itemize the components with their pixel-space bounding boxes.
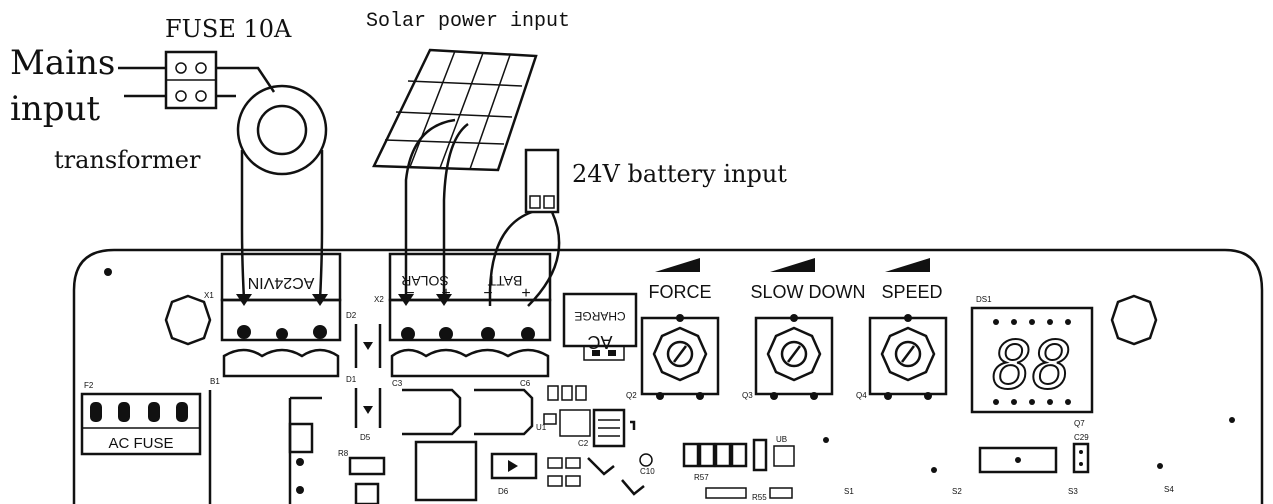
slow-down-wedge-icon xyxy=(770,258,815,272)
board-dot xyxy=(823,437,829,443)
board-mark xyxy=(104,268,112,276)
seven-segment-display xyxy=(970,306,1094,414)
switch-strip xyxy=(978,446,1058,474)
ref-c10: C10 xyxy=(640,467,655,476)
ref-s1: S1 xyxy=(844,487,854,496)
mains-label-line2: input xyxy=(10,89,100,129)
diode-d1 xyxy=(354,388,382,428)
speed-wedge-icon xyxy=(885,258,930,272)
ref-r57: R57 xyxy=(694,473,709,482)
fuse-label: FUSE 10A xyxy=(165,15,292,43)
solar-minus-sign: − xyxy=(405,285,414,302)
solar-plus-sign: + xyxy=(441,285,450,302)
transformer-icon xyxy=(236,84,328,306)
diode-d2 xyxy=(354,324,382,368)
speed-label: SPEED xyxy=(881,282,942,302)
fuse-block xyxy=(164,50,218,110)
terminal-solar-batt xyxy=(388,252,552,378)
capacitor-c3 xyxy=(402,388,462,436)
solar-panel-icon xyxy=(372,48,538,306)
relay-outline xyxy=(208,390,322,504)
ref-s2: S2 xyxy=(952,487,962,496)
ref-s4: S4 xyxy=(1164,485,1174,494)
batt-minus-sign: − xyxy=(483,285,492,302)
ref-c2: C2 xyxy=(578,439,589,448)
ref-ub: UB xyxy=(776,435,787,444)
smd-row-center xyxy=(682,438,795,499)
ref-c29: C29 xyxy=(1074,433,1089,442)
ref-x2: X2 xyxy=(374,295,384,304)
ref-s3: S3 xyxy=(1068,487,1078,496)
terminal-ac-label: AC24VIN xyxy=(248,274,315,291)
ref-q7: Q7 xyxy=(1074,419,1085,428)
slow-down-potentiometer[interactable] xyxy=(754,314,834,400)
charge-ac-jumper xyxy=(562,292,638,361)
charge-label-line1: CHARGE xyxy=(574,309,625,323)
mains-label-line1: Mains xyxy=(10,43,115,83)
terminal-ac24vin xyxy=(220,252,342,378)
force-potentiometer[interactable] xyxy=(640,314,720,400)
ac-fuse-label: AC FUSE xyxy=(108,435,173,452)
board-dot xyxy=(931,467,937,473)
capacitor-c29 xyxy=(1072,442,1090,474)
ic-block xyxy=(414,440,478,502)
capacitor-c10 xyxy=(639,453,653,467)
ref-d2: D2 xyxy=(346,311,357,320)
transformer-label: transformer xyxy=(54,146,201,174)
board-dot xyxy=(1229,417,1235,423)
display-value: 88 xyxy=(992,327,1071,404)
terminal-solar-label: SOLAR xyxy=(401,273,448,289)
terminal-batt-label: BATT xyxy=(487,273,522,289)
mounting-hole-right xyxy=(1110,294,1158,346)
battery-connector-icon xyxy=(488,148,561,307)
ref-q3: Q3 xyxy=(742,391,753,400)
solar-label: Solar power input xyxy=(366,10,570,33)
ref-r8: R8 xyxy=(338,449,349,458)
ref-x1: X1 xyxy=(204,291,214,300)
ref-d1: D1 xyxy=(346,375,357,384)
board-dot xyxy=(1157,463,1163,469)
resistor-r8 xyxy=(348,456,386,504)
ref-b1: B1 xyxy=(210,377,220,386)
force-wedge-icon xyxy=(655,258,700,272)
ref-d6: D6 xyxy=(498,487,509,496)
ref-d5: D5 xyxy=(360,433,371,442)
capacitor-c6 xyxy=(474,388,534,436)
ref-u1: U1 xyxy=(536,423,547,432)
mounting-hole-left xyxy=(164,294,212,346)
mains-wires xyxy=(118,66,276,98)
ref-ds1: DS1 xyxy=(976,295,992,304)
speed-potentiometer[interactable] xyxy=(868,314,948,400)
ref-c3: C3 xyxy=(392,379,403,388)
charge-label-line2: AC xyxy=(587,332,612,352)
batt-plus-sign: + xyxy=(521,285,530,302)
diode-d6 xyxy=(490,452,538,480)
ref-q4: Q4 xyxy=(856,391,867,400)
ref-c6: C6 xyxy=(520,379,531,388)
control-board-outline xyxy=(72,248,1264,504)
ac-fuse-holder xyxy=(80,392,202,456)
slow-down-label: SLOW DOWN xyxy=(751,282,866,302)
ref-r55: R55 xyxy=(752,493,767,502)
ref-f2: F2 xyxy=(84,381,94,390)
smd-cluster-left xyxy=(543,385,591,487)
transistor-block xyxy=(587,408,645,496)
battery-label: 24V battery input xyxy=(572,160,787,188)
ref-q2: Q2 xyxy=(626,391,637,400)
force-label: FORCE xyxy=(649,282,712,302)
